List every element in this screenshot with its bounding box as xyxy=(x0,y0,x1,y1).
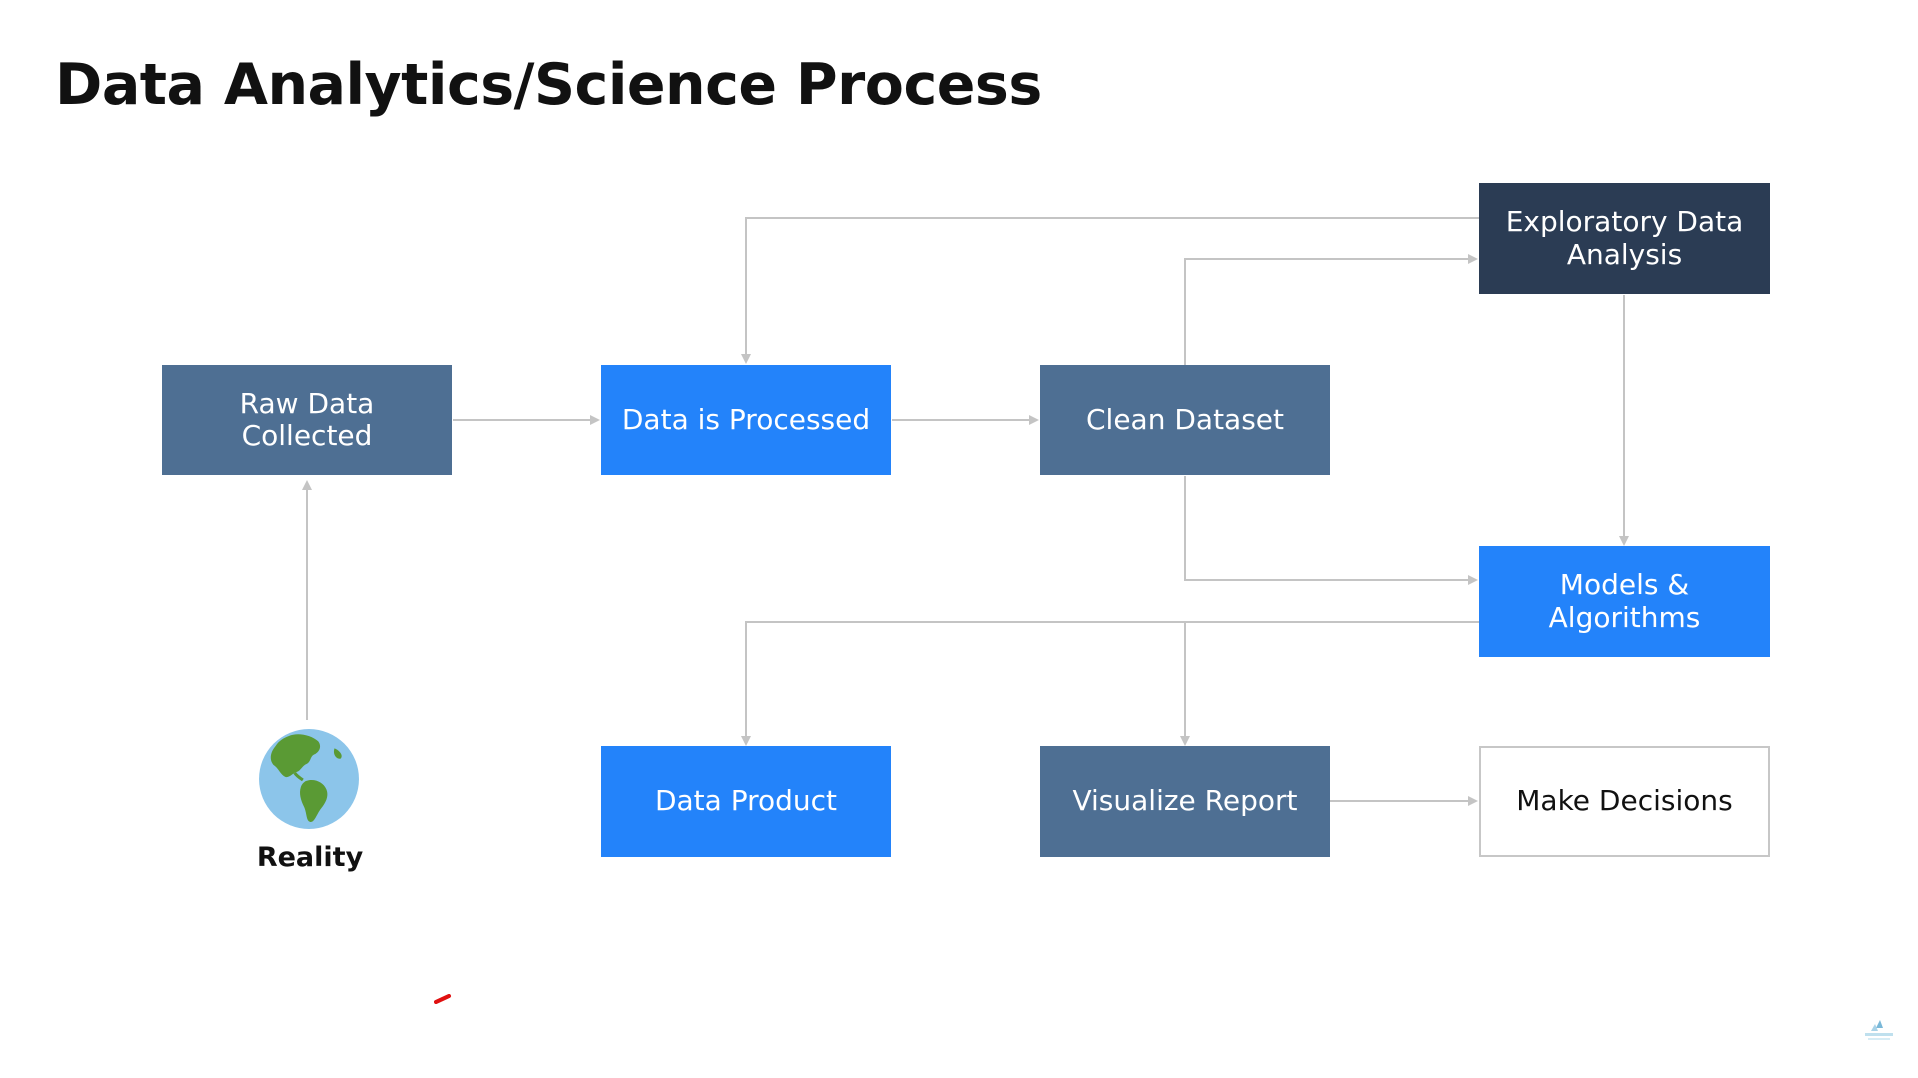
globe-americas-icon xyxy=(259,729,359,829)
models-algorithms-box: Models & Algorithms xyxy=(1479,546,1770,657)
exploratory-data-analysis-box: Exploratory Data Analysis xyxy=(1479,183,1770,294)
visualize-report-box: Visualize Report xyxy=(1040,746,1330,857)
data-processed-label: Data is Processed xyxy=(621,402,871,436)
channel-logo-icon xyxy=(1865,1020,1893,1040)
clean-dataset-box: Clean Dataset xyxy=(1040,365,1330,475)
exploratory-data-analysis-label: Exploratory Data Analysis xyxy=(1505,205,1744,271)
raw-data-collected-box: Raw Data Collected xyxy=(162,365,452,475)
make-decisions-box: Make Decisions xyxy=(1479,746,1770,857)
data-product-box: Data Product xyxy=(601,746,891,857)
arrow-eda-to-processed xyxy=(741,217,1479,364)
raw-data-collected-label: Raw Data Collected xyxy=(239,386,375,452)
arrow-clean-to-models xyxy=(1184,476,1478,585)
arrow-models-to-product xyxy=(741,621,1479,746)
clean-dataset-label: Clean Dataset xyxy=(1085,402,1284,436)
data-product-label: Data Product xyxy=(654,784,838,818)
visualize-report-label: Visualize Report xyxy=(1072,784,1298,818)
reality-label: Reality xyxy=(256,842,364,873)
red-pen-mark xyxy=(434,994,451,1004)
data-processed-box: Data is Processed xyxy=(601,365,891,475)
page-title: Data Analytics/Science Process xyxy=(55,52,1042,118)
arrow-clean-to-eda xyxy=(1184,254,1478,365)
make-decisions-label: Make Decisions xyxy=(1516,784,1733,818)
models-algorithms-label: Models & Algorithms xyxy=(1548,568,1701,634)
